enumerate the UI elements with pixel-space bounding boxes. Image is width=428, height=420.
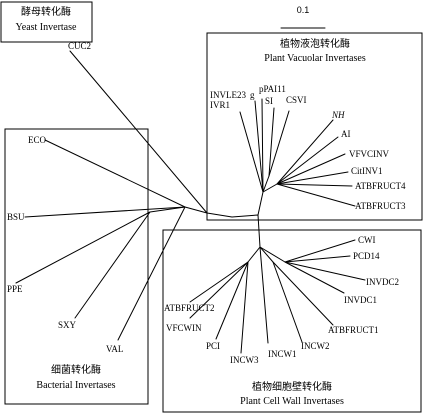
leaf-nh: NH	[331, 110, 345, 120]
branch-vacuolar-inner	[262, 183, 278, 193]
bacterial-group-box	[4, 128, 149, 405]
branch-vacuolar-sub	[262, 175, 270, 193]
branch-lower-stem	[247, 246, 261, 263]
branch-bsu	[24, 206, 186, 218]
branch-invdc1	[284, 261, 345, 294]
cellwall-title-zh: 植物细胞壁转化酶	[252, 380, 332, 393]
branch-cwi	[284, 239, 356, 263]
leaf-ai: AI	[341, 129, 351, 139]
branch-vfcwin	[189, 261, 249, 319]
leaf-sxy: SXY	[58, 320, 77, 330]
leaf-incw1: INCW1	[268, 349, 297, 359]
leaf-bsu: BSU	[7, 212, 25, 222]
branch-atbfruct4	[276, 183, 353, 187]
yeast-title-zh: 酵母转化酶	[21, 5, 71, 18]
central-branch	[206, 212, 261, 248]
branch-incw3	[240, 261, 249, 354]
branch-bacterial-stem	[184, 206, 208, 214]
leaf-atbfruct1: ATBFRUCT1	[328, 325, 379, 335]
branch-atbfruct1	[272, 261, 334, 326]
leaf-val: VAL	[106, 344, 123, 354]
leaf-invle23: INVLE23	[210, 90, 246, 100]
branch-pcd14	[284, 255, 351, 263]
branch-ai	[276, 136, 339, 185]
leaf-pcd14: PCD14	[353, 251, 380, 261]
branch-ppai11	[261, 98, 264, 193]
branch-si	[268, 107, 275, 177]
leaf-eco: ECO	[28, 135, 47, 145]
branch-atbfruct3	[276, 183, 356, 207]
branch-bacterial-inner	[149, 206, 186, 213]
leaf-incw2: INCW2	[301, 341, 330, 351]
branch-csvi	[268, 110, 290, 177]
leaf-pci: PCI	[206, 341, 220, 351]
leaf-atbfruct4: ATBFRUCT4	[355, 181, 406, 191]
leaf-invdc2: INVDC2	[366, 277, 399, 287]
branch-ppe	[15, 211, 151, 284]
branch-cuc2	[69, 50, 208, 214]
yeast-group-box	[0, 1, 93, 43]
vacuolar-group-box	[206, 32, 423, 221]
branch-vacuolar-stem	[257, 191, 264, 216]
branch-invdc2	[284, 261, 366, 281]
branch-incw2	[272, 261, 303, 343]
bacterial-title-zh: 细菌转化酶	[51, 363, 101, 376]
branch-citinv1	[276, 171, 349, 185]
leaf-cuc2: CUC2	[68, 41, 91, 51]
leaf-invdc1: INVDC1	[344, 295, 377, 305]
leaf-vfcwin: VFCWIN	[166, 323, 202, 333]
leaf-cwi: CWI	[358, 235, 376, 245]
branch-pci	[215, 261, 249, 340]
leaf-si: SI	[265, 96, 273, 106]
leaf-citinv1: CitINV1	[351, 166, 383, 176]
branch-nh	[276, 119, 334, 185]
scale-bar-label: 0.1	[297, 5, 310, 15]
tree-edges	[15, 50, 366, 354]
vacuolar-title-zh: 植物液泡转化酶	[280, 37, 350, 50]
leaf-ppai11: pPAI11	[259, 84, 286, 94]
vacuolar-title-en: Plant Vacuolar Invertases	[264, 53, 366, 64]
cellwall-group-box	[162, 229, 422, 413]
branch-atbfruct2	[189, 261, 249, 303]
scale-bar: 0.1	[280, 5, 326, 29]
branch-cwi-stem	[259, 246, 286, 263]
leaf-atbfruct2: ATBFRUCT2	[164, 303, 215, 313]
leaf-ivr1: IVR1	[210, 100, 230, 110]
leaf-atbfruct3: ATBFRUCT3	[355, 201, 406, 211]
branch-atbfruct1-stem	[259, 246, 274, 263]
branch-incw1	[259, 246, 269, 344]
branch-invle23	[254, 100, 264, 193]
yeast-title-en: Yeast Invertase	[16, 22, 77, 33]
branch-eco	[44, 139, 186, 208]
leaf-g: g	[250, 90, 255, 100]
branch-sxy	[74, 211, 151, 319]
branch-ivr1	[239, 111, 264, 193]
leaf-incw3: INCW3	[230, 355, 259, 365]
branch-val	[117, 206, 186, 341]
cellwall-title-en: Plant Cell Wall Invertases	[240, 396, 344, 407]
leaf-ppe: PPE	[7, 284, 23, 294]
bacterial-title-en: Bacterial Invertases	[36, 380, 115, 391]
leaf-vfvcinv: VFVCINV	[349, 149, 390, 159]
leaf-csvi: CSVI	[286, 95, 307, 105]
branch-vfvcinv	[276, 153, 346, 185]
